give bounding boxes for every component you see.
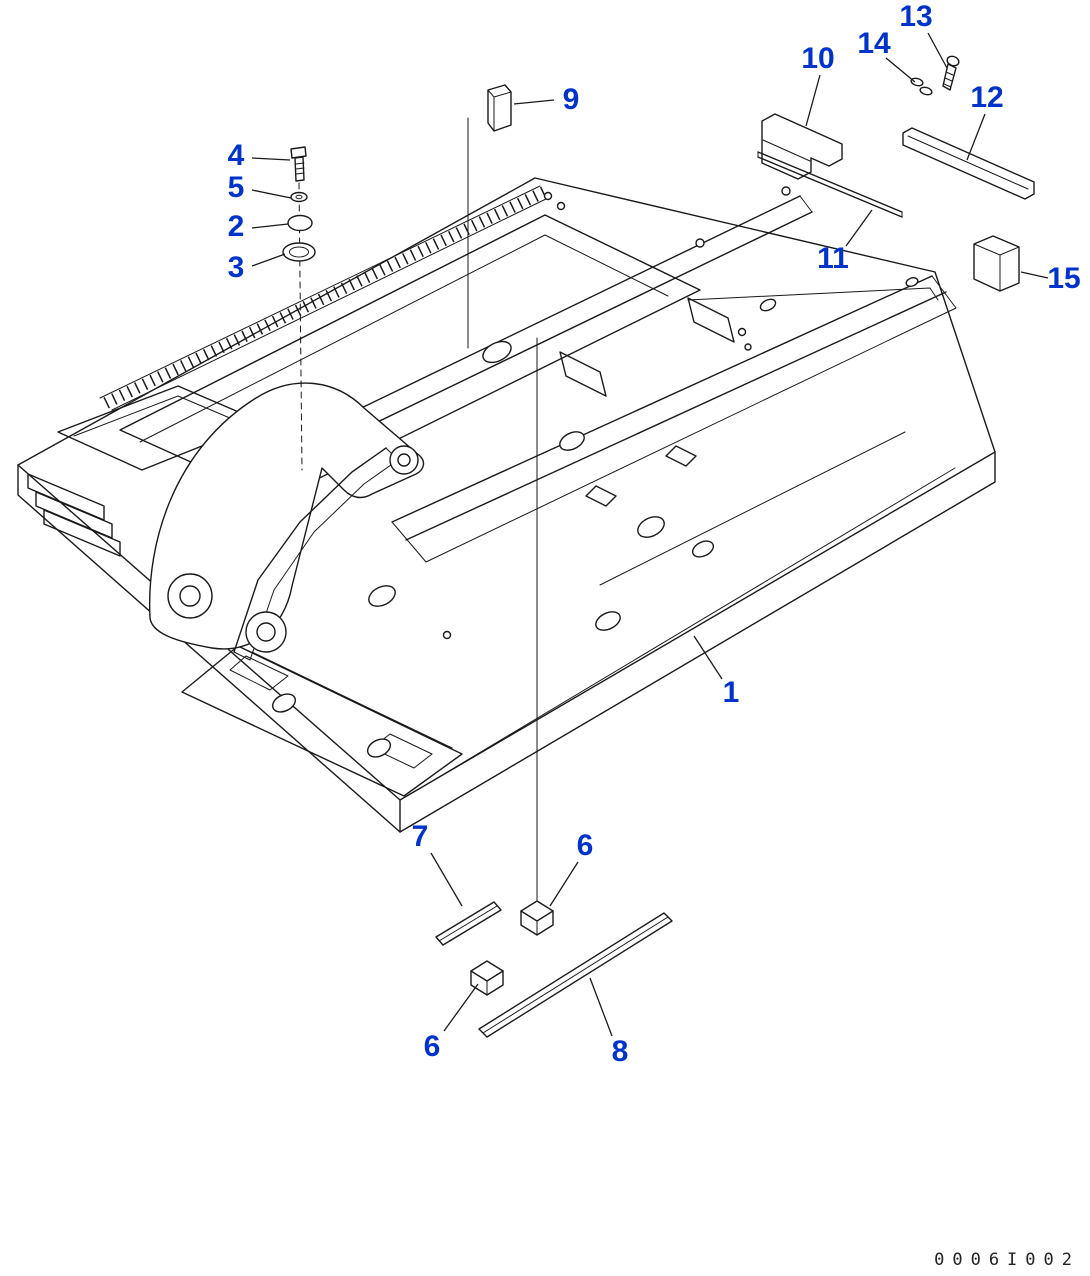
leader-line-6 bbox=[443, 983, 479, 1032]
part-9-spacer bbox=[487, 84, 512, 132]
leader-line-5 bbox=[251, 189, 292, 199]
frame-deck-outline bbox=[17, 177, 996, 801]
leader-line-4 bbox=[251, 157, 291, 161]
center-rail-2 bbox=[391, 275, 957, 563]
left-step-ladder bbox=[27, 473, 121, 557]
leader-line-8 bbox=[589, 977, 613, 1037]
frame-thickness-right bbox=[399, 451, 996, 833]
cross-member-1 bbox=[559, 351, 607, 397]
part-7-plate bbox=[435, 901, 502, 946]
boom-mount-brackets bbox=[148, 382, 425, 661]
left-deck-plate-inner bbox=[73, 395, 245, 437]
leader-line-11 bbox=[845, 209, 873, 247]
right-corner-beam bbox=[687, 277, 939, 301]
part-15-block bbox=[973, 235, 1020, 292]
leader-line-7 bbox=[430, 852, 463, 907]
mount-pad-1 bbox=[585, 485, 617, 507]
part-5-washer bbox=[290, 191, 308, 203]
part-12-plate bbox=[902, 127, 1035, 200]
frame-inner-edge bbox=[423, 467, 956, 787]
part-6-block-lower bbox=[470, 960, 504, 996]
part-14-washer bbox=[910, 77, 933, 96]
part-8-plate bbox=[478, 912, 673, 1038]
part-3-cap bbox=[282, 242, 316, 262]
leader-line-2 bbox=[251, 223, 289, 229]
mount-pad-2 bbox=[665, 445, 697, 467]
part-13-bolt bbox=[942, 55, 960, 91]
deck-holes bbox=[271, 186, 791, 758]
leader-line-15 bbox=[1020, 271, 1049, 279]
leader-line-1 bbox=[693, 635, 723, 680]
part-1-main-frame bbox=[17, 177, 996, 833]
cross-member-2 bbox=[687, 297, 735, 343]
part-10-stopper bbox=[761, 113, 843, 180]
deck-panel-line bbox=[599, 431, 906, 586]
leader-line-9 bbox=[513, 99, 555, 105]
leader-line-3 bbox=[251, 253, 286, 267]
leader-line-6 bbox=[549, 861, 579, 907]
doc-code: 0006I002 bbox=[934, 1250, 1080, 1270]
leader-line-12 bbox=[966, 113, 986, 161]
part-4-bolt bbox=[290, 146, 307, 182]
leader-line-10 bbox=[805, 74, 821, 127]
lower-left-deck bbox=[181, 645, 463, 797]
leader-line-13 bbox=[927, 32, 948, 69]
deck-edge-line-b bbox=[111, 197, 549, 411]
upper-deck-inner bbox=[139, 234, 669, 443]
part-6-block-upper bbox=[520, 900, 554, 936]
leader-lines bbox=[251, 32, 1049, 1037]
part-2-plug bbox=[287, 214, 313, 232]
leader-line-14 bbox=[885, 57, 916, 83]
deck-edge-line-a bbox=[99, 185, 541, 399]
frame-thickness-left bbox=[17, 464, 401, 833]
part-11-rod bbox=[757, 151, 903, 218]
